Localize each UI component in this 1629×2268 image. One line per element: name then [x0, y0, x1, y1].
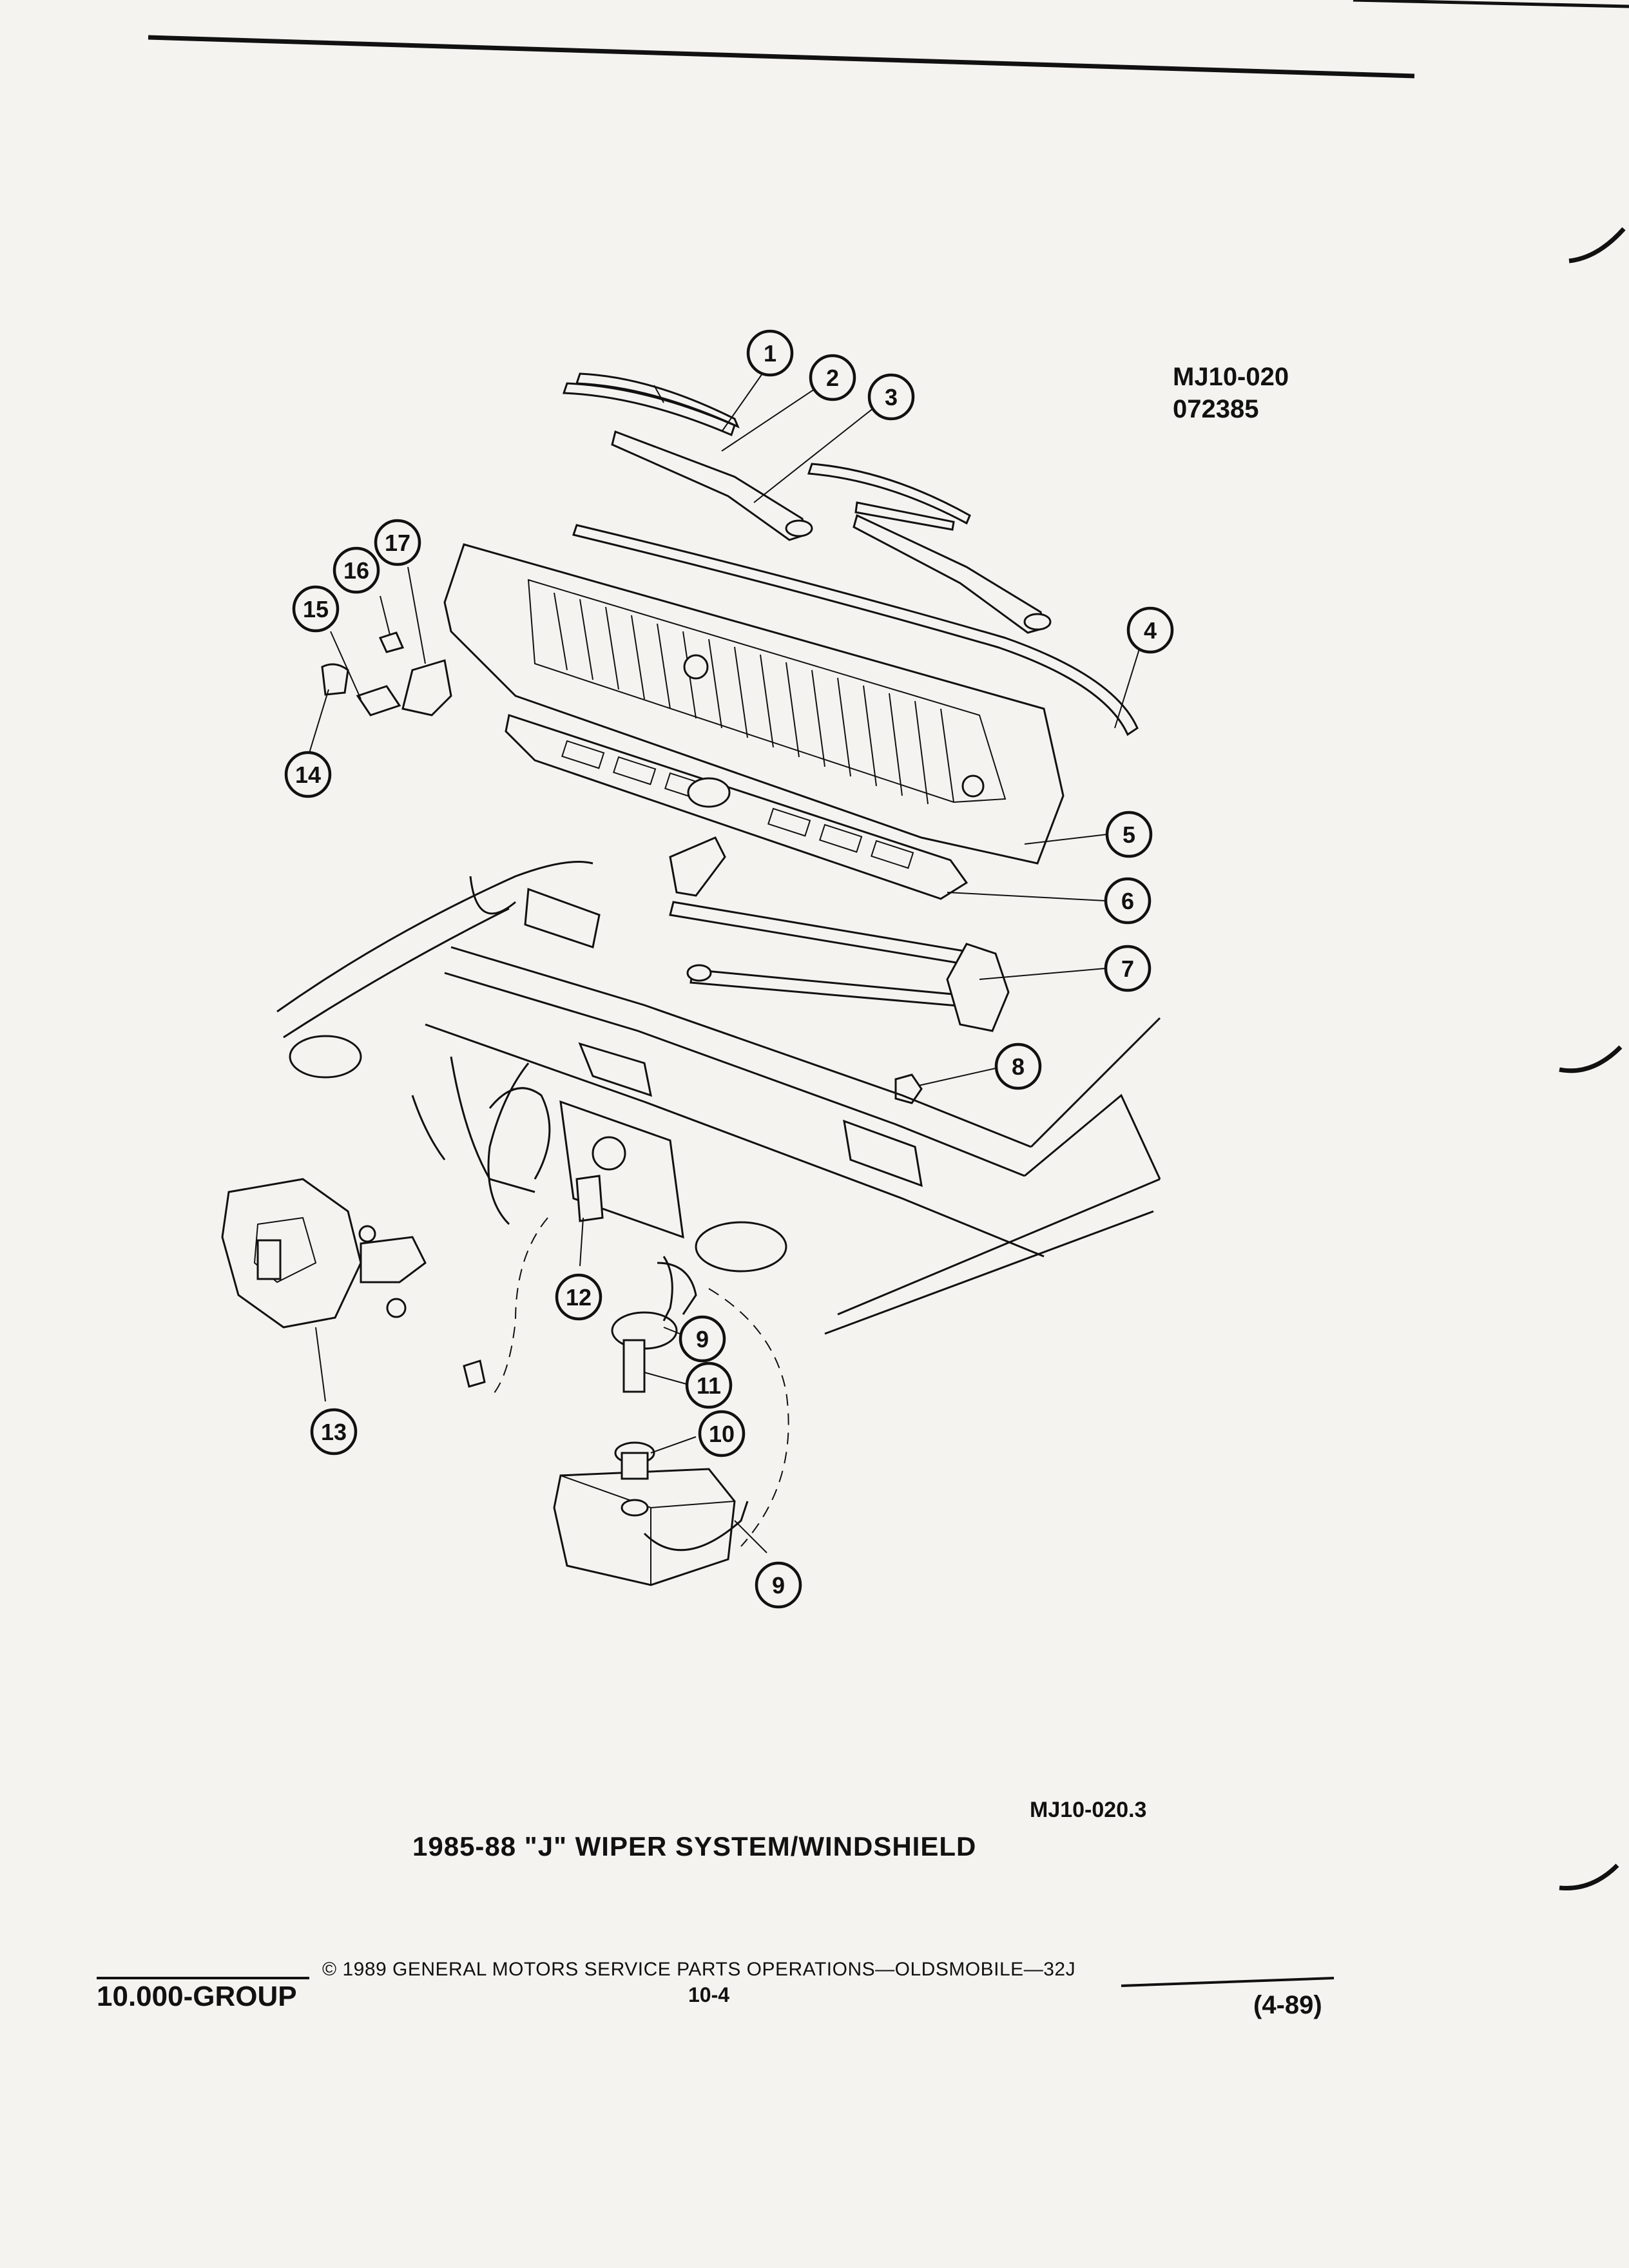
- footer-revision: (4-89): [1253, 1991, 1322, 2019]
- footer-page-number: 10-4: [688, 1983, 730, 2006]
- header-rule: [148, 35, 1415, 79]
- callout-1: 1: [746, 329, 794, 377]
- washer-pump-part: [611, 1256, 678, 1393]
- vehicle-body-structure: [276, 861, 1161, 1335]
- binder-mark: [1559, 1045, 1623, 1073]
- cowl-grille-part: [505, 714, 969, 900]
- figure-subcode: MJ10-020.3: [1030, 1798, 1147, 1822]
- copyright-symbol: ©: [322, 1959, 337, 1980]
- copyright-text: 1989 GENERAL MOTORS SERVICE PARTS OPERAT…: [342, 1959, 1076, 1980]
- callout-15: 15: [292, 585, 340, 633]
- figure-code: MJ10-020 072385: [1173, 361, 1289, 425]
- svg-text:17: 17: [385, 530, 410, 556]
- svg-text:3: 3: [885, 384, 898, 410]
- cowl-grille-slats: [554, 592, 954, 805]
- callout-13: 13: [310, 1408, 358, 1456]
- reveal-molding-part: [572, 524, 1139, 736]
- svg-text:15: 15: [303, 596, 329, 622]
- figure-caption: 1985-88 "J" WIPER SYSTEM/WINDSHIELD: [412, 1831, 977, 1861]
- svg-text:11: 11: [697, 1372, 721, 1399]
- binder-mark: [1568, 227, 1626, 264]
- callout-9-lower: 9: [755, 1561, 802, 1609]
- svg-text:14: 14: [295, 762, 321, 788]
- figure-number: MJ10-020: [1173, 363, 1289, 391]
- left-wiper-blade-part: [562, 372, 740, 437]
- svg-text:10: 10: [709, 1421, 735, 1447]
- svg-text:1: 1: [764, 340, 776, 367]
- svg-text:6: 6: [1121, 888, 1134, 914]
- cowl-vent-panel-part: [443, 543, 1065, 865]
- figure-date-code: 072385: [1173, 395, 1259, 423]
- callout-16: 16: [333, 546, 380, 594]
- callout-10: 10: [698, 1410, 746, 1457]
- hose-and-harness-part: [463, 1175, 789, 1547]
- callout-8: 8: [994, 1043, 1042, 1090]
- callout-12: 12: [555, 1273, 602, 1321]
- right-wiper-blade-part: [807, 463, 971, 531]
- svg-text:2: 2: [826, 365, 839, 391]
- callout-6: 6: [1104, 877, 1152, 925]
- footer-group: 10.000-GROUP: [97, 1981, 297, 2012]
- svg-text:9: 9: [696, 1326, 709, 1352]
- callout-4: 4: [1126, 606, 1174, 654]
- callout-5: 5: [1105, 811, 1153, 858]
- left-wiper-arm-part: [611, 430, 813, 541]
- svg-text:9: 9: [772, 1572, 785, 1599]
- wiper-motor-part: [221, 1178, 427, 1329]
- callout-2: 2: [809, 354, 856, 401]
- wiper-transmission-part: [669, 836, 1010, 1032]
- binder-mark: [1559, 1863, 1619, 1891]
- callout-7: 7: [1104, 945, 1152, 992]
- right-wiper-arm-part: [853, 514, 1052, 634]
- svg-text:5: 5: [1123, 822, 1135, 848]
- svg-text:13: 13: [321, 1419, 347, 1445]
- svg-text:7: 7: [1121, 956, 1134, 982]
- callout-leader-lines: [307, 367, 1144, 1553]
- callout-9-upper: 9: [679, 1315, 726, 1363]
- footer-copyright: © 1989 GENERAL MOTORS SERVICE PARTS OPER…: [322, 1959, 1075, 1981]
- svg-text:12: 12: [566, 1284, 592, 1311]
- svg-text:16: 16: [343, 557, 369, 584]
- header-rule-right: [1353, 0, 1629, 8]
- hardware-cluster-part: [321, 631, 452, 716]
- callout-11: 11: [685, 1361, 733, 1409]
- callout-3: 3: [867, 373, 915, 421]
- callout-14: 14: [284, 751, 332, 798]
- footer-rule-right: [1121, 1977, 1335, 1987]
- washer-reservoir-part: [553, 1441, 749, 1586]
- svg-text:8: 8: [1012, 1053, 1025, 1080]
- svg-text:4: 4: [1144, 617, 1157, 644]
- callout-17: 17: [374, 519, 421, 566]
